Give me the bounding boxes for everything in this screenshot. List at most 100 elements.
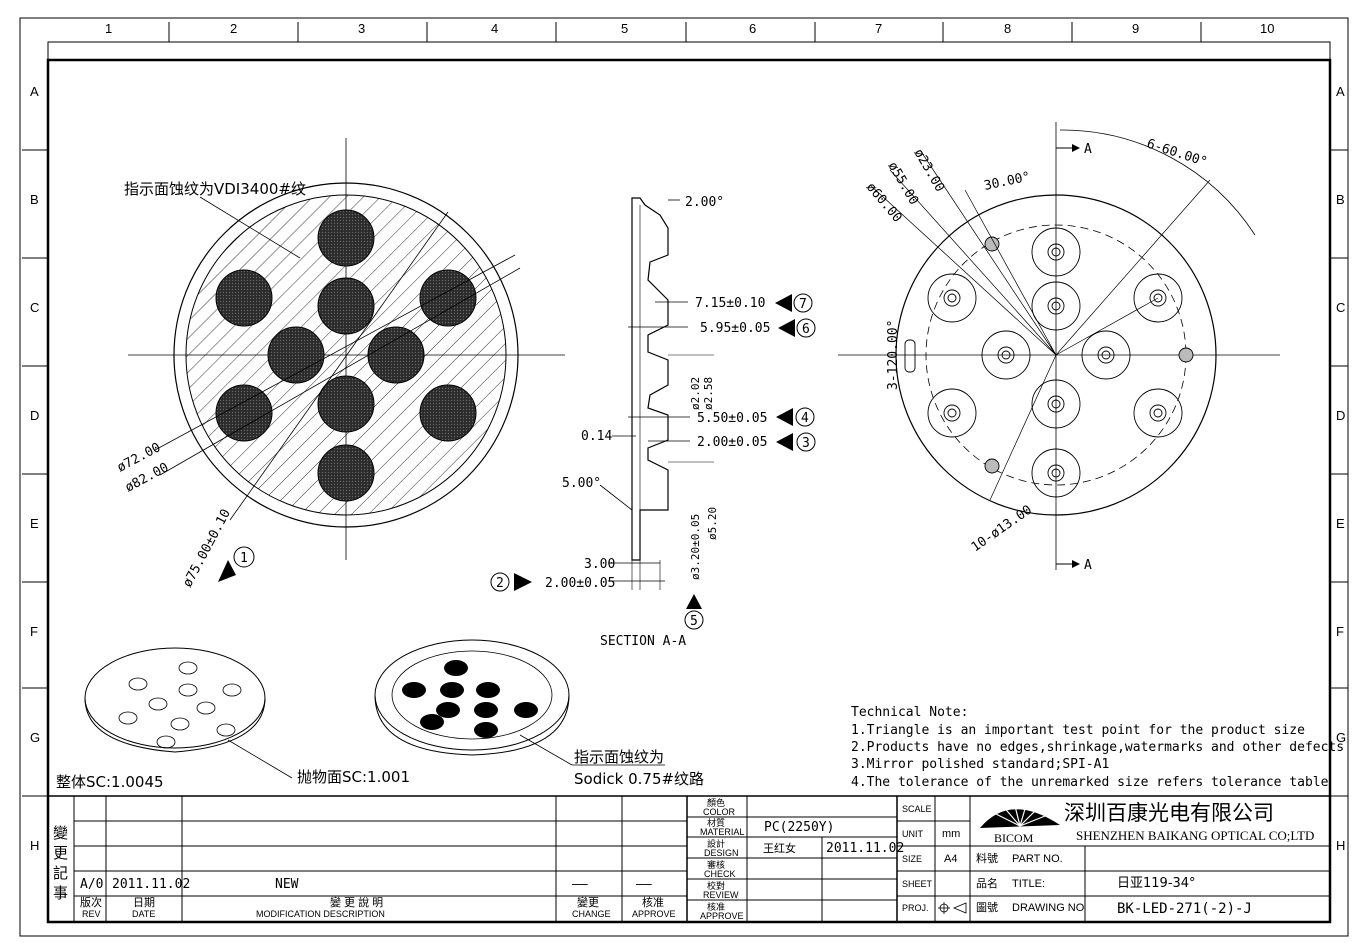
back-view: ø23.00 ø55.00 ø60.00 30.00° 6-60.00° 3-1…	[838, 122, 1280, 573]
side-char: 記	[53, 864, 68, 882]
hatched-face	[185, 194, 507, 516]
zone-row: B	[1336, 192, 1345, 207]
dim-d2-02: ø2.02	[689, 377, 702, 410]
approval-column: 顏色 COLOR 材質 MATERIAL PC(2250Y) 設計 DESIGN…	[700, 797, 904, 921]
company-logo-icon: BICOM	[980, 801, 1060, 845]
company-name-cn: 深圳百康光电有限公司	[1064, 801, 1274, 825]
zone-row: D	[1336, 408, 1345, 423]
revision-headers: 版次 REV 日期 DATE 變 更 說 明 MODIFICATION DESC…	[80, 895, 676, 919]
header-cn: 版次	[80, 895, 102, 909]
dim-d2-58: ø2.58	[702, 377, 715, 410]
technical-note-line: 2.Products have no edges,shrinkage,water…	[851, 740, 1344, 755]
header-en: CHANGE	[572, 909, 611, 919]
technical-note-line: 4.The tolerance of the unremarked size r…	[851, 775, 1329, 790]
row-cn: 審核	[707, 859, 725, 870]
row-cn: 校對	[707, 880, 725, 891]
dim-d3-20: ø3.20±0.05	[689, 514, 702, 580]
zone-col: 8	[1004, 21, 1011, 36]
callout-7: 7	[799, 297, 807, 312]
row-cn: 材質	[707, 817, 725, 828]
spec-label: UNIT	[902, 829, 923, 839]
header-en: REV	[82, 909, 101, 919]
zone-row: H	[1336, 838, 1345, 853]
zone-col: 6	[749, 21, 756, 36]
drawing-cn: 圖號	[976, 901, 998, 914]
zone-col: 3	[358, 21, 365, 36]
zone-col: 5	[621, 21, 628, 36]
row-en: COLOR	[703, 807, 736, 817]
callout-5: 5	[690, 614, 698, 629]
row-cn: 核准	[707, 901, 725, 912]
zone-row: C	[30, 300, 39, 315]
title-en: TITLE:	[1012, 878, 1045, 890]
revision-side-label: 變 更 記 事	[53, 824, 68, 902]
section-marker-bottom: A	[1084, 558, 1092, 573]
zone-row: E	[1336, 516, 1345, 531]
row-en: MATERIAL	[700, 827, 744, 837]
part-cn: 料號	[976, 851, 998, 865]
zone-col: 1	[105, 21, 112, 36]
header-cn: 變 更 說 明	[330, 895, 383, 909]
projection-symbol-icon	[938, 902, 967, 914]
outer-border	[19, 17, 1349, 937]
rev-approve: ——	[636, 877, 652, 892]
header-en: MODIFICATION DESCRIPTION	[256, 909, 385, 919]
zone-row: E	[30, 516, 39, 531]
section-marker-top: A	[1084, 142, 1092, 157]
side-char: 更	[53, 844, 68, 862]
drawing-number: BK-LED-271(-2)-J	[1117, 901, 1252, 917]
size-value: A4	[944, 853, 957, 865]
zone-row: B	[30, 192, 39, 207]
angle-6x60: 6-60.00°	[1145, 137, 1209, 171]
dim-0-14: 0.14	[581, 429, 612, 444]
zone-border	[47, 41, 1331, 923]
spec-label: SCALE	[902, 804, 932, 814]
designer-name: 王红女	[763, 841, 796, 855]
row-en: CHECK	[704, 869, 736, 879]
spec-column: SCALE UNIT mm SIZE A4 SHEET PROJ.	[902, 804, 960, 913]
rev-value: A/0	[80, 877, 103, 892]
rev-date: 2011.11.02	[112, 877, 190, 892]
callout-3: 3	[802, 436, 810, 451]
angle-30: 30.00°	[983, 169, 1032, 193]
dim-5-50: 5.50±0.05	[697, 411, 767, 426]
header-cn: 日期	[133, 896, 155, 909]
section-title: SECTION A-A	[600, 634, 686, 649]
rev-change: ——	[572, 877, 588, 892]
revision-row: A/0 2011.11.02 NEW —— ——	[80, 877, 652, 892]
zone-row: A	[1336, 84, 1345, 99]
iso-view-right	[374, 639, 665, 766]
callout-6: 6	[802, 322, 810, 337]
zone-col: 2	[230, 21, 237, 36]
gate-slot	[904, 339, 916, 373]
header-cn: 核准	[642, 895, 664, 909]
row-zone-labels-right: A B C D E F G H	[1336, 84, 1346, 853]
dim-7-15: 7.15±0.10	[695, 296, 765, 311]
row-en: DESIGN	[704, 848, 739, 858]
zone-row: G	[1336, 730, 1346, 745]
zone-row: F	[1336, 624, 1344, 639]
lens-rings	[927, 227, 1183, 498]
zone-col: 4	[491, 21, 498, 36]
paraboloid-scale-label: 抛物面SC:1.001	[297, 768, 410, 786]
zone-col: 9	[1132, 21, 1139, 36]
section-profile	[631, 197, 669, 561]
angle-3x120: 3-120.00°	[886, 320, 901, 390]
header-en: APPROVE	[632, 909, 676, 919]
design-date: 2011.11.02	[826, 841, 904, 856]
zone-col: 7	[875, 21, 882, 36]
callout-2: 2	[496, 576, 504, 591]
header-en: DATE	[132, 909, 155, 919]
zone-row: C	[1336, 300, 1345, 315]
dim-5-95: 5.95±0.05	[700, 321, 770, 336]
callout-number: 1	[240, 551, 248, 566]
iso-view-left	[84, 647, 293, 779]
angle-2: 2.00°	[685, 195, 724, 210]
unit-value: mm	[942, 828, 960, 840]
section-view: 2.00° 7.15±0.10 7 5.95±0.05 6 ø2.02 ø2.5…	[490, 195, 816, 649]
texture-note-label: 指示面蚀纹为VDI3400#纹	[124, 180, 306, 198]
mounting-pins	[984, 236, 1194, 474]
row-en: REVIEW	[703, 890, 739, 900]
holes-callout: 10-ø13.00	[969, 503, 1035, 556]
